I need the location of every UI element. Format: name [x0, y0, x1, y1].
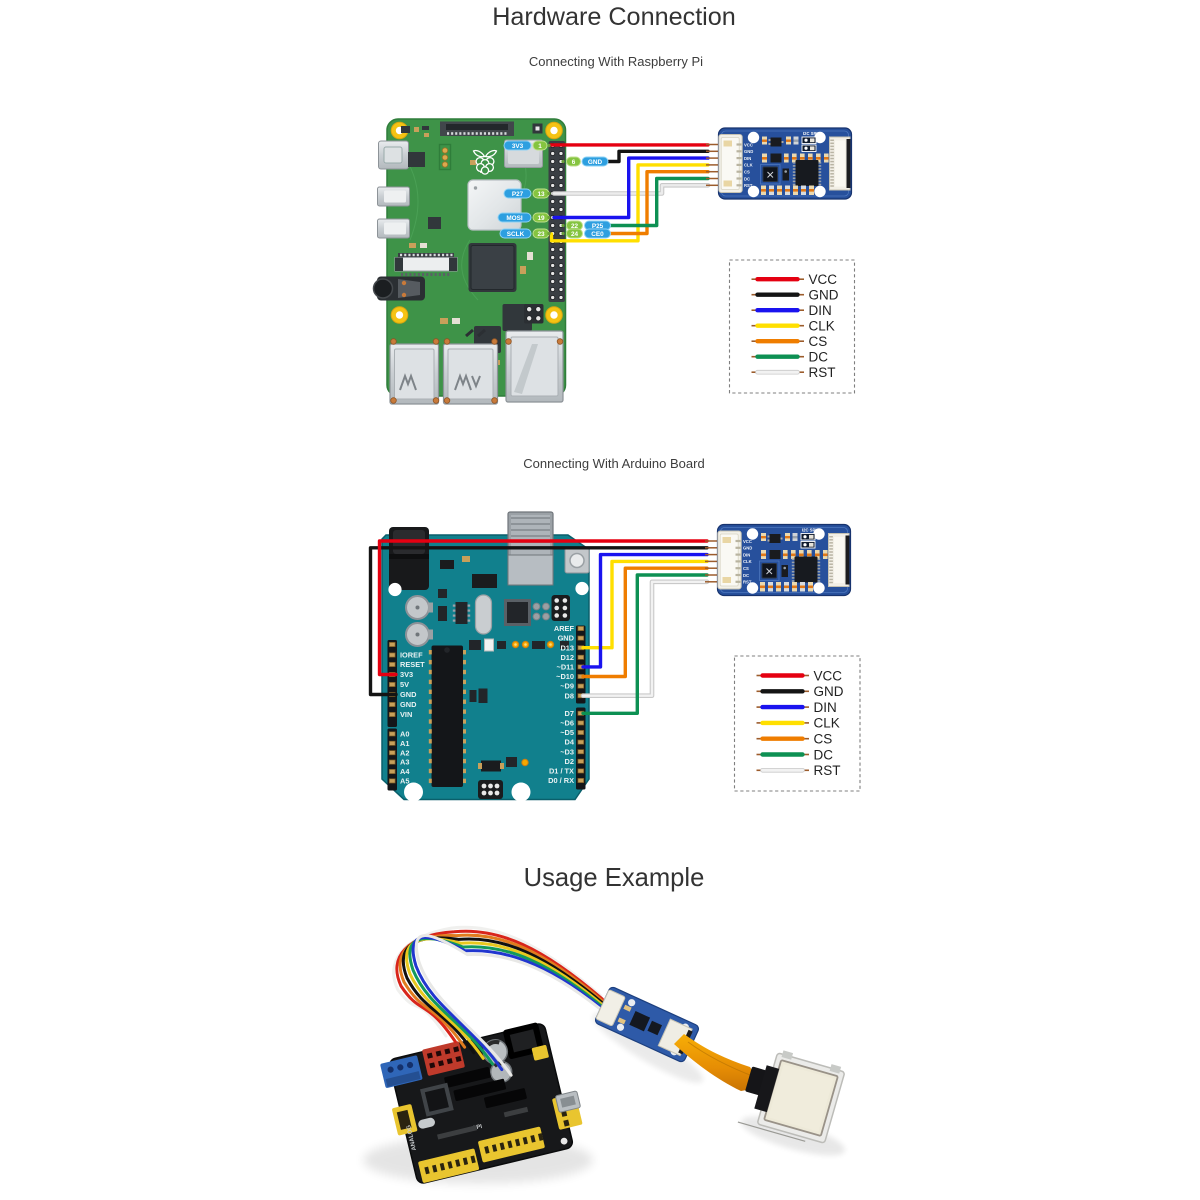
svg-text:SCLK: SCLK	[507, 231, 525, 238]
svg-text:~D6: ~D6	[560, 719, 574, 728]
svg-text:RESET: RESET	[400, 660, 425, 669]
svg-text:Usage Example: Usage Example	[524, 864, 705, 892]
svg-text:~D9: ~D9	[560, 682, 574, 691]
svg-text:A1: A1	[400, 739, 409, 748]
svg-text:DIN: DIN	[814, 700, 837, 715]
svg-text:ANALOG: ANALOG	[406, 1124, 418, 1151]
svg-text:GND: GND	[809, 288, 839, 303]
svg-text:13: 13	[537, 191, 545, 198]
svg-text:Connecting With Raspberry Pi: Connecting With Raspberry Pi	[529, 54, 703, 69]
svg-text:GND: GND	[814, 684, 844, 699]
svg-text:CS: CS	[809, 334, 828, 349]
svg-text:D2: D2	[565, 757, 574, 766]
svg-text:DC: DC	[814, 747, 834, 762]
svg-text:RST: RST	[809, 365, 836, 380]
svg-text:Connecting With Arduino Board: Connecting With Arduino Board	[523, 456, 704, 471]
svg-text:VCC: VCC	[814, 668, 843, 683]
svg-text:A2: A2	[400, 748, 409, 757]
svg-text:GND: GND	[400, 700, 417, 709]
svg-text:A0: A0	[400, 730, 409, 739]
svg-text:6: 6	[572, 159, 576, 166]
svg-text:CLK: CLK	[809, 319, 835, 334]
svg-text:~D11: ~D11	[557, 663, 574, 672]
svg-text:5V: 5V	[400, 680, 409, 689]
svg-text:CS: CS	[814, 732, 833, 747]
svg-text:VCC: VCC	[809, 272, 838, 287]
svg-text:22: 22	[571, 223, 579, 230]
svg-text:23: 23	[537, 231, 545, 238]
svg-text:CLK: CLK	[814, 716, 840, 731]
svg-text:P25: P25	[592, 223, 604, 230]
svg-text:AREF: AREF	[554, 624, 575, 633]
svg-text:D12: D12	[560, 653, 574, 662]
svg-text:GND: GND	[400, 690, 417, 699]
svg-text:3V3: 3V3	[512, 143, 524, 150]
svg-text:D1 / TX: D1 / TX	[549, 767, 574, 776]
svg-text:VIN: VIN	[400, 710, 412, 719]
svg-text:D4: D4	[565, 738, 575, 747]
svg-text:~D5: ~D5	[560, 728, 574, 737]
svg-text:CE0: CE0	[591, 231, 604, 238]
svg-text:GND: GND	[558, 634, 575, 643]
svg-text:A3: A3	[400, 758, 409, 767]
svg-text:SPI: SPI	[472, 1124, 483, 1132]
svg-text:D7: D7	[565, 709, 574, 718]
svg-text:~D10: ~D10	[556, 672, 574, 681]
svg-text:IOREF: IOREF	[400, 651, 423, 660]
svg-text:MOSI: MOSI	[506, 215, 523, 222]
svg-text:D8: D8	[565, 691, 574, 700]
svg-text:~D3: ~D3	[560, 747, 574, 756]
svg-text:RST: RST	[814, 763, 841, 778]
svg-text:3V3: 3V3	[400, 670, 413, 679]
svg-text:DIN: DIN	[809, 303, 832, 318]
svg-text:D0 / RX: D0 / RX	[548, 776, 574, 785]
svg-text:D13: D13	[560, 643, 574, 652]
svg-text:24: 24	[571, 231, 579, 238]
svg-text:Hardware Connection: Hardware Connection	[492, 3, 736, 31]
svg-text:19: 19	[537, 215, 545, 222]
svg-text:DC: DC	[809, 350, 829, 365]
svg-text:A5: A5	[400, 777, 409, 786]
svg-text:GND: GND	[588, 159, 603, 166]
svg-text:1: 1	[538, 143, 542, 150]
svg-text:P27: P27	[512, 191, 524, 198]
svg-text:A4: A4	[400, 767, 410, 776]
